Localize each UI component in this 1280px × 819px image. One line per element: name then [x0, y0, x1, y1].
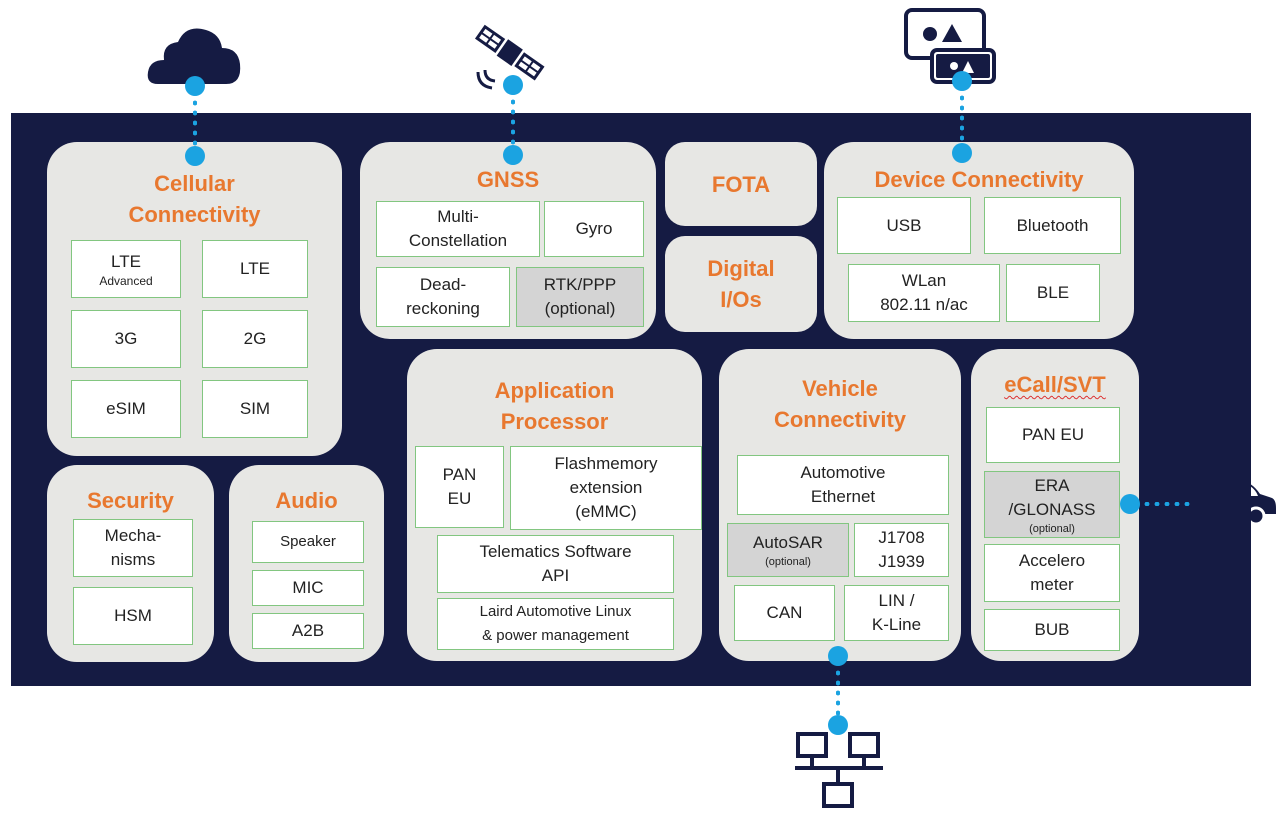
hsm-box: HSM — [73, 587, 193, 645]
telematics-api-box: Telematics Software API — [437, 535, 674, 593]
bluetooth-box: Bluetooth — [984, 197, 1121, 254]
autosar-label: AutoSAR — [753, 533, 823, 552]
fota-panel: FOTA — [665, 142, 817, 226]
ecall-svt-title: eCall/SVT — [971, 369, 1139, 400]
digital-ios-title: Digital I/Os — [707, 256, 775, 312]
lte-box: LTE — [202, 240, 308, 298]
era-glonass-sub: (optional) — [1029, 522, 1075, 535]
2g-box: 2G — [202, 310, 308, 368]
security-title: Security — [87, 488, 174, 513]
security-panel: Security Mecha- nisms HSM — [47, 465, 214, 662]
cloud-connector-bottom — [185, 146, 205, 166]
gnss-title: GNSS — [476, 167, 540, 192]
3g-box: 3G — [71, 310, 181, 368]
device-connectivity-title: Device Connectivity — [874, 167, 1084, 192]
ecall-title-underlined: eCall/SVT — [1004, 372, 1106, 397]
cellular-title: Cellular Connectivity — [128, 171, 261, 227]
ble-box: BLE — [1006, 264, 1100, 322]
device-connector-top — [952, 71, 972, 91]
cloud-icon — [147, 28, 241, 84]
automotive-ethernet-box: Automotive Ethernet — [737, 455, 949, 515]
a2b-box: A2B — [252, 613, 364, 649]
mic-box: MIC — [252, 570, 364, 606]
satellite-connector-line — [511, 97, 515, 147]
accelerometer-box: Accelero meter — [984, 544, 1120, 602]
bub-box: BUB — [984, 609, 1120, 651]
lin-kline-box: LIN / K-Line — [844, 585, 949, 641]
cellular-connectivity-panel: Cellular Connectivity LTE Advanced LTE 3… — [47, 142, 342, 456]
dead-reckoning-box: Dead- reckoning — [376, 267, 510, 327]
ecall-connector-left — [1120, 494, 1140, 514]
vehicle-connector-line — [836, 668, 840, 718]
satellite-connector-bottom — [503, 145, 523, 165]
fota-title: FOTA — [711, 172, 771, 197]
autosar-box: AutoSAR (optional) — [727, 523, 849, 577]
pan-eu-ecall-box: PAN EU — [986, 407, 1120, 463]
sim-box: SIM — [202, 380, 308, 438]
audio-title: Audio — [275, 488, 338, 513]
usb-box: USB — [837, 197, 971, 254]
satellite-icon — [474, 24, 545, 90]
application-processor-panel: Application Processor PAN EU Flashmemory… — [407, 349, 702, 661]
era-glonass-label: ERA /GLONASS — [1008, 475, 1096, 519]
vehicle-connectivity-panel: Vehicle Connectivity Automotive Ethernet… — [719, 349, 961, 661]
lte-advanced-box: LTE Advanced — [71, 240, 181, 298]
vehicle-connector-top — [828, 646, 848, 666]
ecall-connector-line — [1142, 502, 1190, 506]
can-box: CAN — [734, 585, 835, 641]
audio-panel: Audio Speaker MIC A2B — [229, 465, 384, 662]
era-glonass-box: ERA /GLONASS (optional) — [984, 471, 1120, 538]
vehicle-connector-bottom — [828, 715, 848, 735]
rtk-ppp-box: RTK/PPP (optional) — [516, 267, 644, 327]
digital-ios-panel: Digital I/Os — [665, 236, 817, 332]
esim-box: eSIM — [71, 380, 181, 438]
flashmemory-box: Flashmemory extension (eMMC) — [510, 446, 702, 530]
pan-eu-box: PAN EU — [415, 446, 504, 528]
satellite-connector-top — [503, 75, 523, 95]
vehicle-connectivity-title: Vehicle Connectivity — [773, 376, 907, 432]
wlan-box: WLan 802.11 n/ac — [848, 264, 1000, 322]
mobile-devices-icon — [904, 8, 996, 84]
autosar-sub: (optional) — [765, 556, 811, 568]
network-icon — [795, 732, 883, 808]
lte-advanced-sub: Advanced — [99, 274, 153, 288]
multi-constellation-box: Multi- Constellation — [376, 201, 540, 257]
gnss-panel: GNSS Multi- Constellation Gyro Dead- rec… — [360, 142, 656, 339]
ecall-svt-panel: eCall/SVT PAN EU ERA /GLONASS (optional)… — [971, 349, 1139, 661]
cloud-connector-line — [193, 98, 197, 148]
device-connector-line — [960, 93, 964, 145]
mechanisms-box: Mecha- nisms — [73, 519, 193, 577]
application-processor-title: Application Processor — [494, 378, 615, 434]
gyro-box: Gyro — [544, 201, 644, 257]
device-connector-bottom — [952, 143, 972, 163]
j1708-j1939-box: J1708 J1939 — [854, 523, 949, 577]
rtk-ppp-label: RTK/PPP — [543, 275, 617, 294]
rtk-ppp-sub: (optional) — [544, 299, 616, 318]
cloud-connector-top — [185, 76, 205, 96]
laird-linux-box: Laird Automotive Linux & power managemen… — [437, 598, 674, 650]
device-connectivity-panel: Device Connectivity USB Bluetooth WLan 8… — [824, 142, 1134, 339]
speaker-box: Speaker — [252, 521, 364, 563]
lte-advanced-label: LTE — [111, 252, 141, 271]
